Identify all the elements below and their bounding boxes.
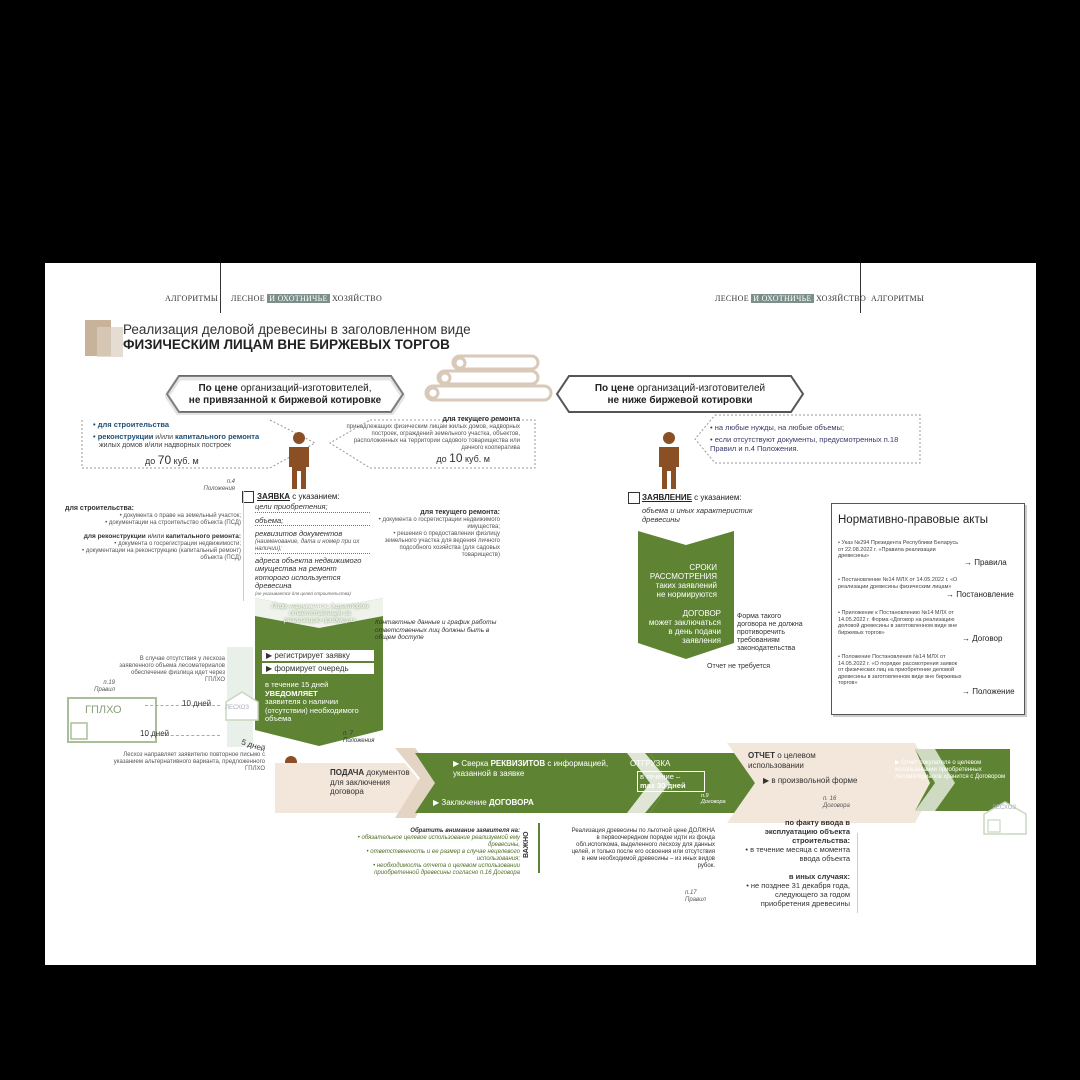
page-title-line2: ФИЗИЧЕСКИМ ЛИЦАМ ВНЕ БИРЖЕВЫХ ТОРГОВ [123,337,450,352]
legal-act-3: • Приложение к Постановлению №14 МЛХ от … [838,610,958,636]
arrow-10days-1 [145,705,220,706]
flow-otchet: ОТЧЕТ о целевом использовании [748,751,816,770]
gplho-return-note: Лесхоз направляет заявителю повторное пи… [113,752,265,772]
legal-act-2: • Постановление №14 МЛХ от 14.05.2022 г.… [838,577,958,590]
right-banner-text: По цене организаций-изготовителей не ниж… [594,383,766,406]
flow-otchet-form: ▶ в произвольной форме [763,776,858,785]
logs-stack-icon [424,354,553,402]
flow-otgr-term: в течение –max 30 дней [637,771,705,792]
form-note: Форма такого договора не должна противор… [737,613,803,652]
arrow-10days-2 [145,735,220,736]
vazhno-divider [538,823,540,873]
priority-note: Реализация древесины по льготной цене ДО… [571,828,715,869]
flow-zakl: ▶ Заключение ДОГОВОРА [433,798,534,807]
flow-sverka: ▶ Сверка РЕКВИЗИТОВ с информацией, указа… [453,759,609,778]
gplho-label: ГПЛХО [85,704,122,716]
days-label-2: 10 дней [140,729,170,738]
days-label-1: 10 дней [182,699,212,708]
legal-act-2-short: → Постановление [946,590,1014,599]
leshoz-label-right: ЛЕСХОЗ [992,805,1017,811]
flow-podacha: ПОДАЧА документов для заключения договор… [330,768,410,796]
legal-act-4-short: → Положение [962,687,1015,696]
green-notify-text: в течение 15 дней УВЕДОМЛЯЕТ заявителя о… [265,680,359,723]
magazine-name-right: ЛЕСНОЕ И ОХОТНИЧЬЕ ХОЗЯЙСТВО [715,294,867,303]
gplho-note: В случае отсутствия у лесхоза заявленног… [119,656,225,683]
leshoz-building-icon-left [225,691,259,721]
legal-act-1: • Указ №294 Президента Республики Белару… [838,540,959,559]
vazhno-label: ВАЖНО [523,831,530,859]
mid-criteria-block: для текущего ремонта принадлежащих физич… [346,416,520,465]
green-top-text: Лицо, назначенное директором ответственн… [271,603,369,624]
right-criteria-list: • на любые нужды, на любые объемы; • есл… [710,423,899,453]
person-icon-right [659,432,679,489]
legal-acts-title: Нормативно-правовые акты [838,514,988,526]
flow-final: ▶ Отчет покупателя о целевом использован… [895,760,1006,780]
left-banner-shape [165,375,405,415]
section-label-right: АЛГОРИТМЫ [871,294,925,303]
report-terms-block: по факту ввода в эксплуатацию объекта ст… [745,818,850,908]
title-square-shadow-icon [97,327,123,357]
green-right-contract: ДОГОВОР может заключаться в день подачи … [648,609,721,645]
document-icon-zayavlenie [628,492,640,504]
green-right-terms: СРОКИ РАССМОТРЕНИЯ таких заявлений не но… [649,563,717,599]
left-banner-text: По цене организаций-изготовителей, не пр… [188,383,382,406]
page-title-line1: Реализация деловой древесины в заголовле… [123,322,471,337]
leshoz-label-left: ЛЕСХОЗ [225,705,250,711]
legal-act-3-short: → Договор [962,634,1003,643]
person-icon-left [289,432,309,489]
magazine-name-left: ЛЕСНОЕ И ОХОТНИЧЬЕ ХОЗЯЙСТВО [231,294,383,303]
green-actions: ▶ регистрирует заявку ▶ формирует очеред… [262,650,374,674]
zayavlenie-heading: ЗАЯВЛЕНИЕ с указанием: [642,493,742,502]
document-icon-zayavka [242,491,254,503]
flow-otgruzka: ОТГРУЗКА [630,759,671,768]
zayavlenie-item: объема и иных характеристик древесины [642,506,753,524]
right-banner-shape [555,375,805,413]
bottom-flow-shapes [275,743,1010,823]
contact-note: Контактные данные и график работы ответс… [375,619,497,641]
legal-act-1-short: → Правила [964,558,1007,567]
legal-act-4: • Положение Постановления №14 МЛХ от 14.… [838,654,962,686]
report-not-required: Отчет не требуется [707,663,771,670]
zayavka-items: цели приобретения; объема; реквизитов до… [255,502,370,596]
left-criteria-list: • для строительства • реконструкции и/ил… [93,420,260,467]
zayavka-heading: ЗАЯВКА с указанием: [257,492,340,501]
leshoz-building-icon-right [983,801,1027,835]
docs-left-block: для строительства: • документа о праве н… [65,505,241,561]
gplho-building-icon [67,697,157,743]
legal-acts-box: Нормативно-правовые акты • Указ №294 Пре… [831,503,1025,715]
report-terms-divider [857,833,858,913]
zayavka-divider [243,491,244,601]
infographic-page: АЛГОРИТМЫ ЛЕСНОЕ И ОХОТНИЧЬЕ ХОЗЯЙСТВО Л… [45,263,1036,965]
green-right-block [638,531,734,659]
section-label-left: АЛГОРИТМЫ [165,294,219,303]
attention-block: Обратить внимание заявителя на: • обязат… [357,828,520,876]
docs-right-block: для текущего ремонта: • документа о госр… [378,509,500,558]
